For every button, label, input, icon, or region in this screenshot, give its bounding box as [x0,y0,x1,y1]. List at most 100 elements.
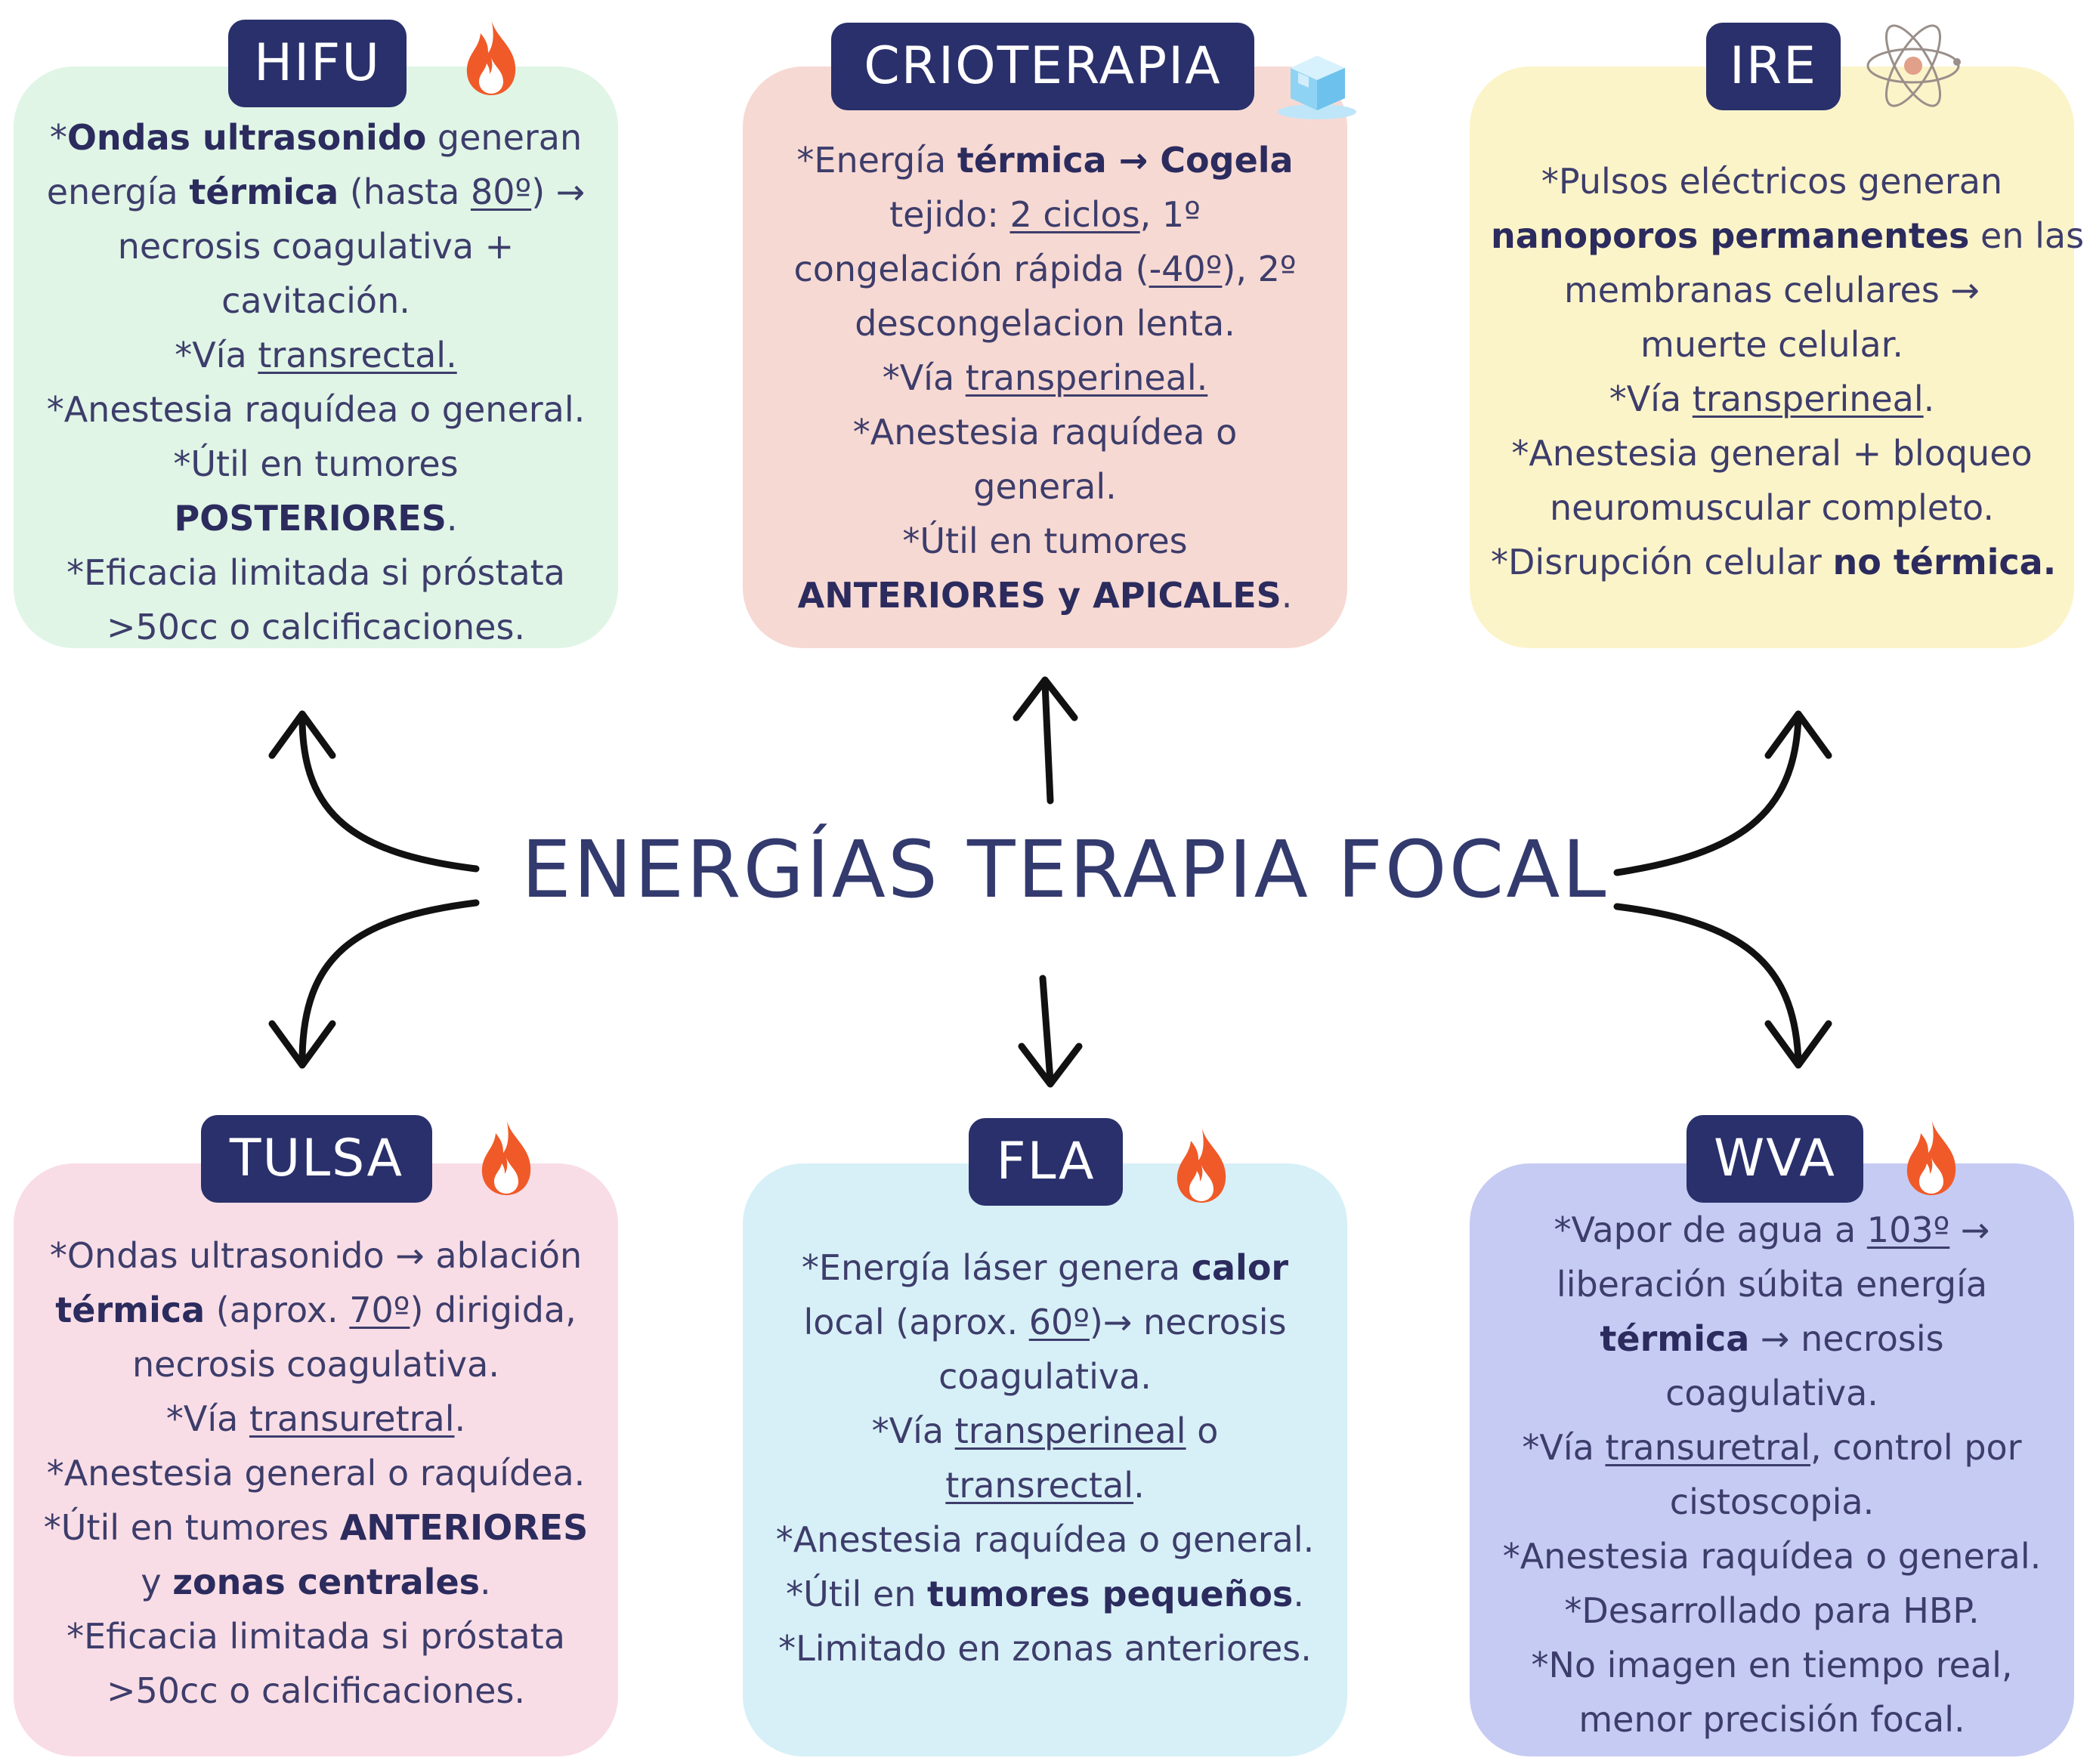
text-segment: *Anestesia raquídea o general. [775,1519,1315,1560]
text-segment: cistoscopia. [1669,1481,1875,1522]
text-segment: y [141,1562,173,1602]
text-segment: *Eficacia limitada si próstata [66,1616,565,1657]
text-line: térmica → necrosis [1491,1311,2053,1366]
text-segment: *Útil en [786,1574,928,1614]
text-segment: *Anestesia raquídea o general. [46,389,586,430]
text-line: POSTERIORES. [35,491,597,545]
text-line: cistoscopia. [1491,1475,2053,1529]
text-segment: tumores pequeños [927,1574,1294,1614]
ire-text: *Pulsos eléctricos generan nanoporos perm… [1491,154,2084,589]
text-segment: necrosis coagulativa. [132,1344,499,1385]
arrow-to-fla [1039,975,1054,1084]
text-segment: transrectal. [258,335,457,375]
text-line: transrectal. [764,1458,1326,1512]
text-line: muerte celular. [1491,317,2053,372]
text-line: *Vía transrectal. [35,328,597,382]
text-segment: (aprox. [205,1290,350,1330]
text-line: *Útil en tumores [764,514,1326,568]
text-line: >50cc o calcificaciones. [35,1664,597,1718]
text-line: *Anestesia raquídea o general. [764,1512,1326,1567]
text-segment: nanoporos permanentes [1491,215,1970,256]
text-line: *Eficacia limitada si próstata [35,545,597,600]
text-line: congelación rápida (-40º), 2º [764,242,1326,296]
text-segment: membranas celulares → [1564,270,1980,310]
text-line: *Anestesia raquídea o general. [35,382,597,437]
text-segment: *Vía [1522,1427,1606,1468]
text-segment: POSTERIORES [174,498,447,539]
text-segment: liberación súbita energía [1556,1264,1988,1305]
text-line: *Limitado en zonas anteriores. [764,1621,1326,1676]
text-segment: generan [426,117,583,158]
text-segment: , 1º [1139,194,1201,235]
text-segment: *Ondas ultrasonido → ablación [49,1235,583,1276]
text-line: *Anestesia general + bloqueo [1491,426,2053,480]
text-segment: *Útil en tumores [173,443,459,484]
text-segment: . [1133,1465,1145,1506]
text-segment: >50cc o calcificaciones. [106,607,526,647]
text-segment: *Eficacia limitada si próstata [66,552,565,593]
text-segment: . [480,1562,491,1602]
text-segment: tejido: [889,194,1010,235]
text-segment: descongelacion lenta. [855,303,1235,344]
text-segment: *Vía [871,1410,955,1451]
text-segment: transperineal. [965,357,1208,398]
text-segment: 80º [470,171,532,212]
text-line: *Útil en tumores pequeños. [764,1567,1326,1621]
crioterapia-label: CRIOTERAPIA [831,23,1254,110]
text-segment: *Anestesia general o raquídea. [46,1453,586,1494]
text-segment: ANTERIORES y APICALES [797,575,1282,616]
fire-icon [1171,1123,1232,1206]
text-segment: térmica → Cogela [957,140,1294,181]
text-line: *Vía transperineal o [764,1404,1326,1458]
hifu-label: HIFU [228,20,407,107]
text-segment: *Útil en tumores [43,1507,340,1548]
text-line: *Anestesia raquídea o general. [1491,1529,2053,1583]
text-segment: *Limitado en zonas anteriores. [778,1628,1312,1669]
text-line: *Energía térmica → Cogela [764,133,1326,187]
text-segment: (hasta [339,171,471,212]
text-segment: calor [1191,1247,1289,1288]
arrow-to-tulsa [298,899,480,1065]
text-segment: ), 2º [1222,249,1297,289]
text-line: *Eficacia limitada si próstata [35,1609,597,1664]
text-segment: neuromuscular completo. [1549,487,1995,528]
text-segment: ANTERIORES [339,1507,589,1548]
text-segment: → necrosis [1749,1318,1944,1359]
text-segment: >50cc o calcificaciones. [106,1670,526,1711]
text-line: *Vía transperineal. [764,351,1326,405]
text-segment: *No imagen en tiempo real, [1531,1645,2013,1685]
text-segment: * [49,117,67,158]
text-segment: local (aprox. [803,1302,1029,1342]
text-segment: -40º [1149,249,1223,289]
text-line: menor precisión focal. [1491,1692,2053,1747]
text-line: térmica (aprox. 70º) dirigida, [35,1283,597,1337]
text-line: nanoporos permanentes en las [1491,209,2084,263]
text-segment: . [1923,378,1935,419]
ice-cube-icon [1275,45,1359,121]
text-line: local (aprox. 60º)→ necrosis [764,1295,1326,1349]
text-segment: en las [1969,215,2085,256]
text-segment: 103º [1866,1209,1950,1250]
text-line: *Vía transperineal. [1491,372,2053,426]
text-segment: zonas centrales [172,1562,481,1602]
text-segment: *Energía [796,140,957,181]
text-segment: *Pulsos eléctricos generan [1541,161,2003,202]
text-segment: menor precisión focal. [1578,1699,1965,1740]
text-line: *Vapor de agua a 103º → [1491,1203,2053,1257]
text-segment: *Vía [882,357,966,398]
text-line: *Desarrollado para HBP. [1491,1583,2053,1638]
text-segment: *Vapor de agua a [1554,1209,1867,1250]
text-line: *No imagen en tiempo real, [1491,1638,2053,1692]
tulsa-text: *Ondas ultrasonido → ablación térmica (ap… [35,1228,597,1718]
text-segment: transrectal [945,1465,1134,1506]
atom-icon [1860,17,1966,115]
text-segment: térmica [1600,1318,1750,1359]
text-line: y zonas centrales. [35,1555,597,1609]
text-segment: general. [973,466,1117,507]
text-line: neuromuscular completo. [1491,480,2053,535]
text-segment: . [454,1398,466,1439]
